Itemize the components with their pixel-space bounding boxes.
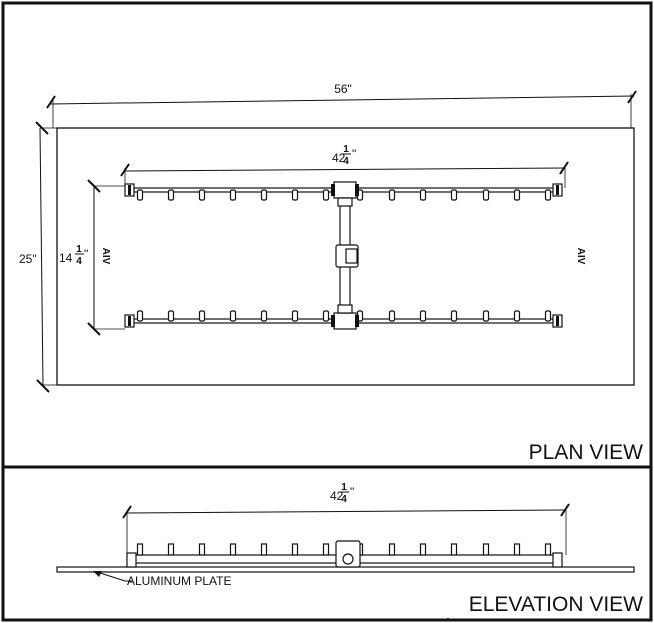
elev-burner-port [544,543,552,556]
burner-port [229,189,237,201]
elev-burner-port [322,543,330,556]
dim-overall-height: 25" [19,121,57,393]
dim-height-label: 25" [19,252,37,266]
elev-dim-den: 4 [341,494,347,505]
burner-port [419,310,427,322]
dim-spacing-whole: 14 [59,251,73,265]
burner-port [136,189,144,201]
tee-fitting-edge [355,184,359,196]
elev-burner-port [419,543,427,556]
tee-fitting-edge [355,315,359,327]
elev-burner-port [198,543,206,556]
dim-burner-length-plan: 42 1 4 " [120,144,569,188]
gas-inlet-nut [345,248,358,264]
dim-spacing-unit: " [84,247,88,261]
elevation-view: 42 1 4 " ALUMINUM PLATE [56,482,635,588]
flow-marker-right: AIV [575,248,586,265]
plan-burner-assembly [124,181,563,330]
plan-view-label: PLAN VIEW [529,441,644,464]
elev-dim-unit: " [350,485,354,499]
elev-dim-num: 1 [341,482,347,493]
elev-burner-port [388,543,396,556]
burner-port [322,310,330,322]
burner-port [388,189,396,201]
elev-burner-port [482,543,490,556]
pipe-end-cap-detail [556,316,559,326]
pipe-end-cap-detail [556,185,559,195]
burner-port [198,310,206,322]
tee-fitting-edge [331,315,335,327]
burner-port [482,310,490,322]
burner-port [450,189,458,201]
pipe-end-cap-detail [128,185,131,195]
burner-port [260,310,268,322]
burner-port [482,189,490,201]
manifold-coupling [337,304,353,314]
elev-burner-port [167,543,175,556]
tee-fitting [333,181,357,199]
burner-port [419,189,427,201]
burner-port [544,189,552,201]
pipe-end-cap-detail [128,316,131,326]
dim-burner-num: 1 [343,144,349,155]
burner-port [229,310,237,322]
burner-port [167,189,175,201]
dim-overall-width: 56" [46,82,637,128]
burner-port [322,189,330,201]
burner-port [291,310,299,322]
burner-port [291,189,299,201]
tee-fitting [333,312,357,330]
dim-width-label: 56" [334,82,352,96]
elev-burner-port [229,543,237,556]
burner-port [388,310,396,322]
tee-fitting-edge [331,184,335,196]
burner-port [544,310,552,322]
dim-burner-length-elevation: 42 1 4 " [122,482,570,555]
burner-port [450,310,458,322]
flow-marker-left: AIV [100,248,111,265]
elevation-view-label: ELEVATION VIEW [469,593,643,616]
dim-burner-spacing: 14 1 4 " [59,179,125,336]
elev-end-cap [126,552,137,568]
elev-burner-port [450,543,458,556]
burner-port [513,189,521,201]
burner-port [260,189,268,201]
dim-burner-unit: " [352,147,356,161]
plan-view: 56" 25" 42 1 4 " [19,82,637,393]
elev-burner-port [260,543,268,556]
elev-end-cap [552,552,563,568]
elev-burner-port [513,543,521,556]
elevation-plate [56,566,635,573]
aluminum-plate-callout: ALUMINUM PLATE [127,574,231,588]
elev-burner-port [136,543,144,556]
aluminum-plate-leader [93,571,132,582]
dim-spacing-num: 1 [76,244,82,255]
burner-port [198,189,206,201]
manifold-coupling [337,197,353,207]
elev-inlet-port [342,553,354,565]
burner-port [136,310,144,322]
plan-plate-outline [56,127,635,386]
elev-burner-port [291,543,299,556]
dim-burner-den: 4 [343,156,349,167]
elevation-burner [126,540,563,568]
dim-spacing-den: 4 [76,256,82,267]
burner-port [513,310,521,322]
burner-port [167,310,175,322]
